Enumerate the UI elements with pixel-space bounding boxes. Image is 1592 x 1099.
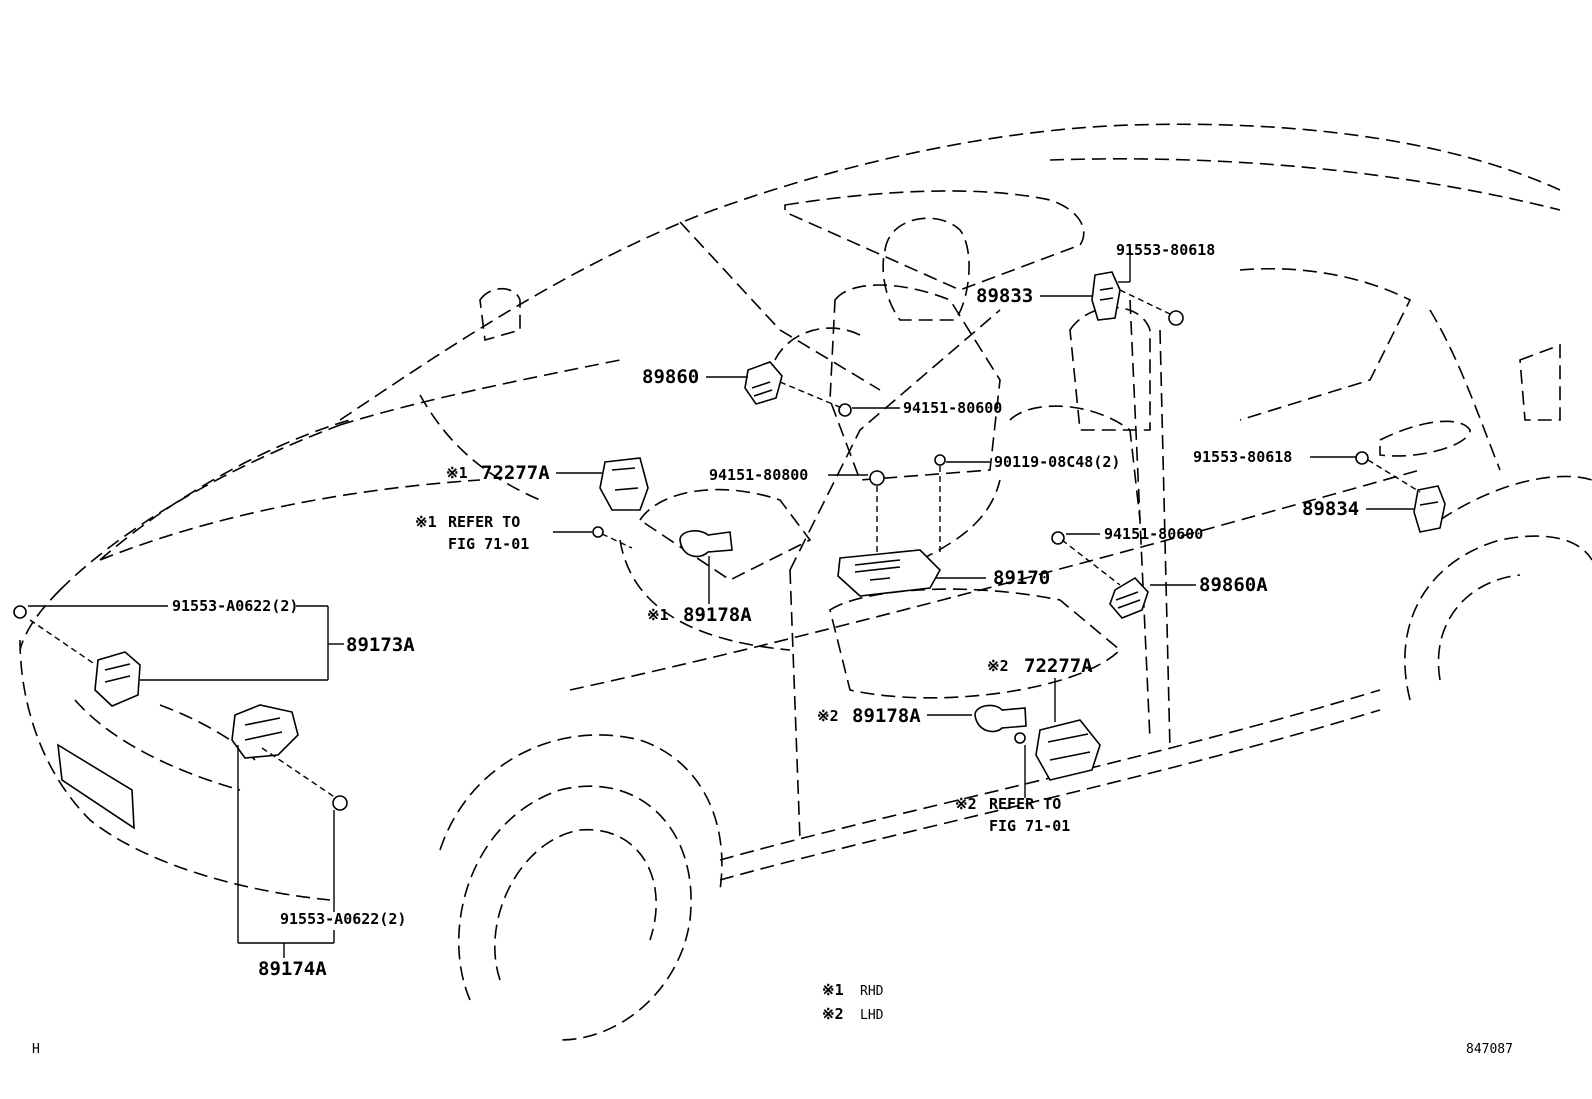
ref-lhd-mark: ※2: [955, 795, 977, 813]
label-89833: 89833: [976, 285, 1033, 307]
sensor-89178A-lhd: [974, 704, 1027, 733]
label-89834: 89834: [1302, 498, 1359, 520]
ref-rhd-line1: REFER TO: [448, 513, 520, 531]
label-91553-A0622-lower: 91553-A0622(2): [280, 910, 406, 928]
label-72277A-rhd-mark: ※1: [446, 464, 468, 482]
ref-rhd-mark: ※1: [415, 513, 437, 531]
label-89174A: 89174A: [258, 958, 327, 980]
callouts: 91553-80618 89833 89860 94151-80600 ※1 7…: [172, 241, 1359, 980]
sensor-89833: [1091, 271, 1121, 321]
label-94151-80600-lower: 94151-80600: [1104, 525, 1203, 543]
legend-note1-text: RHD: [860, 984, 884, 999]
ref-lhd-line2: FIG 71-01: [989, 817, 1070, 835]
figure-number: 847087: [1466, 1042, 1513, 1057]
label-89178A-rhd-mark: ※1: [647, 606, 669, 624]
label-91553-80618-right: 91553-80618: [1193, 448, 1292, 466]
sensor-89178A-rhd: [679, 530, 733, 558]
label-72277A-lhd-mark: ※2: [987, 657, 1009, 675]
label-89860: 89860: [642, 366, 699, 388]
leader-lines: [28, 252, 1421, 958]
label-90119-08C48: 90119-08C48(2): [994, 453, 1120, 471]
label-89173A: 89173A: [346, 634, 415, 656]
label-89178A-lhd-mark: ※2: [817, 707, 839, 725]
ref-rhd-line2: FIG 71-01: [448, 535, 529, 553]
legend-note2-mark: ※2: [822, 1005, 844, 1023]
parts: [13, 271, 1446, 811]
label-89170: 89170: [993, 567, 1050, 589]
legend-note2-text: LHD: [860, 1008, 884, 1023]
label-91553-A0622-upper: 91553-A0622(2): [172, 597, 298, 615]
legend: ※1 RHD ※2 LHD: [822, 981, 884, 1023]
sensor-89860A: [1109, 576, 1149, 619]
label-91553-80618-top: 91553-80618: [1116, 241, 1215, 259]
label-72277A-lhd: 72277A: [1024, 655, 1093, 677]
sensor-89860: [744, 361, 783, 405]
label-89860A: 89860A: [1199, 574, 1268, 596]
ecu-89170: [837, 549, 941, 597]
footer: H 847087: [32, 1042, 1513, 1057]
ref-lhd-line1: REFER TO: [989, 795, 1061, 813]
label-94151-80800: 94151-80800: [709, 466, 808, 484]
label-89178A-rhd: 89178A: [683, 604, 752, 626]
label-94151-80600-upper: 94151-80600: [903, 399, 1002, 417]
car-outline: [19, 123, 1592, 1041]
fasteners: [13, 310, 1369, 811]
label-72277A-rhd: 72277A: [481, 462, 550, 484]
bracket-72277A-rhd: [599, 457, 649, 511]
sensor-89834: [1413, 485, 1446, 533]
label-89178A-lhd: 89178A: [852, 705, 921, 727]
legend-note1-mark: ※1: [822, 981, 844, 999]
sensor-89174A: [231, 704, 299, 759]
footer-left-code: H: [32, 1042, 40, 1057]
bracket-72277A-lhd: [1035, 719, 1101, 781]
sensor-89173A: [94, 651, 141, 707]
